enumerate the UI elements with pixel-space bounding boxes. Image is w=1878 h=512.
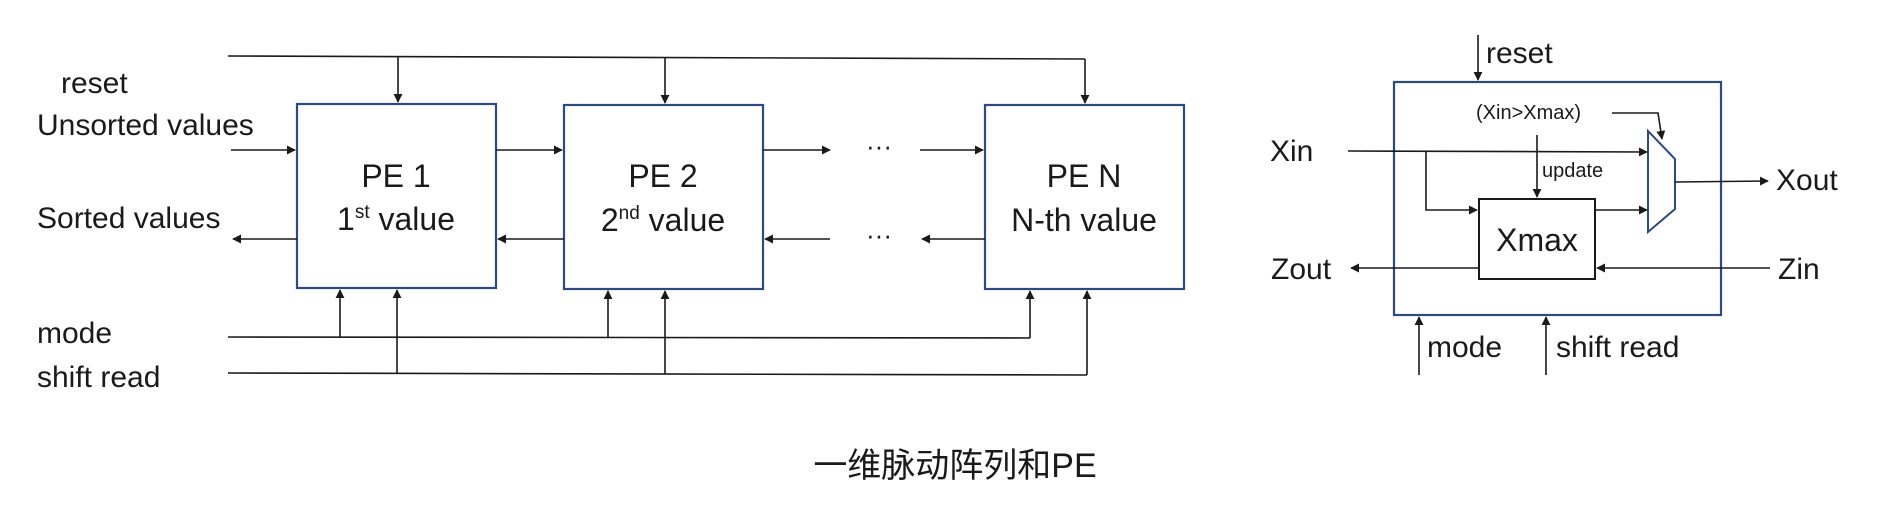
pen-box <box>983 103 1186 291</box>
pe-detail: reset (Xin>Xmax) update Xin Xmax Xout Zi… <box>1270 35 1838 375</box>
mode-bus <box>227 336 1031 339</box>
pe1-rank-text: value <box>370 201 455 237</box>
pe1-rank-num: 1 <box>337 201 355 237</box>
pen-rank: N-th value <box>1011 202 1157 238</box>
mode-label: mode <box>37 317 112 350</box>
xin-to-xmax-arrow <box>1425 151 1478 215</box>
xout-label: Xout <box>1776 164 1838 197</box>
condition-to-mux-arrow <box>1612 112 1666 140</box>
pe2-rank-sup: nd <box>619 203 640 224</box>
pe2-rank: 2nd value <box>601 202 725 238</box>
shift-read-label: shift read <box>37 361 160 394</box>
pe-mode-label: mode <box>1427 331 1502 364</box>
reset-label: reset <box>61 67 128 100</box>
reset-bus <box>227 55 1086 60</box>
xin-label: Xin <box>1270 135 1313 168</box>
sorted-label: Sorted values <box>37 202 220 235</box>
pe1-box <box>295 102 498 290</box>
zin-label: Zin <box>1778 253 1820 286</box>
pen-name: PE N <box>1047 158 1122 194</box>
xout-arrow <box>1674 176 1769 186</box>
pe-shift-read-label: shift read <box>1556 331 1679 364</box>
xmax-label: Xmax <box>1496 222 1578 258</box>
pe2-box <box>562 103 765 291</box>
zout-label: Zout <box>1271 253 1332 286</box>
mux-shape <box>1647 128 1676 235</box>
xin-to-mux-arrow <box>1347 147 1648 157</box>
pe-reset-label: reset <box>1486 37 1553 70</box>
xmax-box <box>1478 198 1596 280</box>
pe1-rank-sup: st <box>355 202 371 223</box>
condition-label: (Xin>Xmax) <box>1476 102 1581 124</box>
ellipsis-top: ··· <box>866 131 892 161</box>
pe2-rank-num: 2 <box>601 202 619 238</box>
pe2-name: PE 2 <box>628 158 697 194</box>
pe2-rank-text: value <box>640 202 725 238</box>
pe1-rank: 1st value <box>337 201 455 237</box>
ellipsis-bottom: ··· <box>866 220 892 250</box>
pe1-name: PE 1 <box>361 158 430 194</box>
systolic-array: PE 1 1st value PE 2 2nd value PE N N-th … <box>37 55 1186 394</box>
unsorted-label: Unsorted values <box>37 109 254 142</box>
shift-read-bus <box>227 372 1088 376</box>
figure-caption: 一维脉动阵列和PE <box>813 447 1096 485</box>
update-label: update <box>1542 160 1603 182</box>
